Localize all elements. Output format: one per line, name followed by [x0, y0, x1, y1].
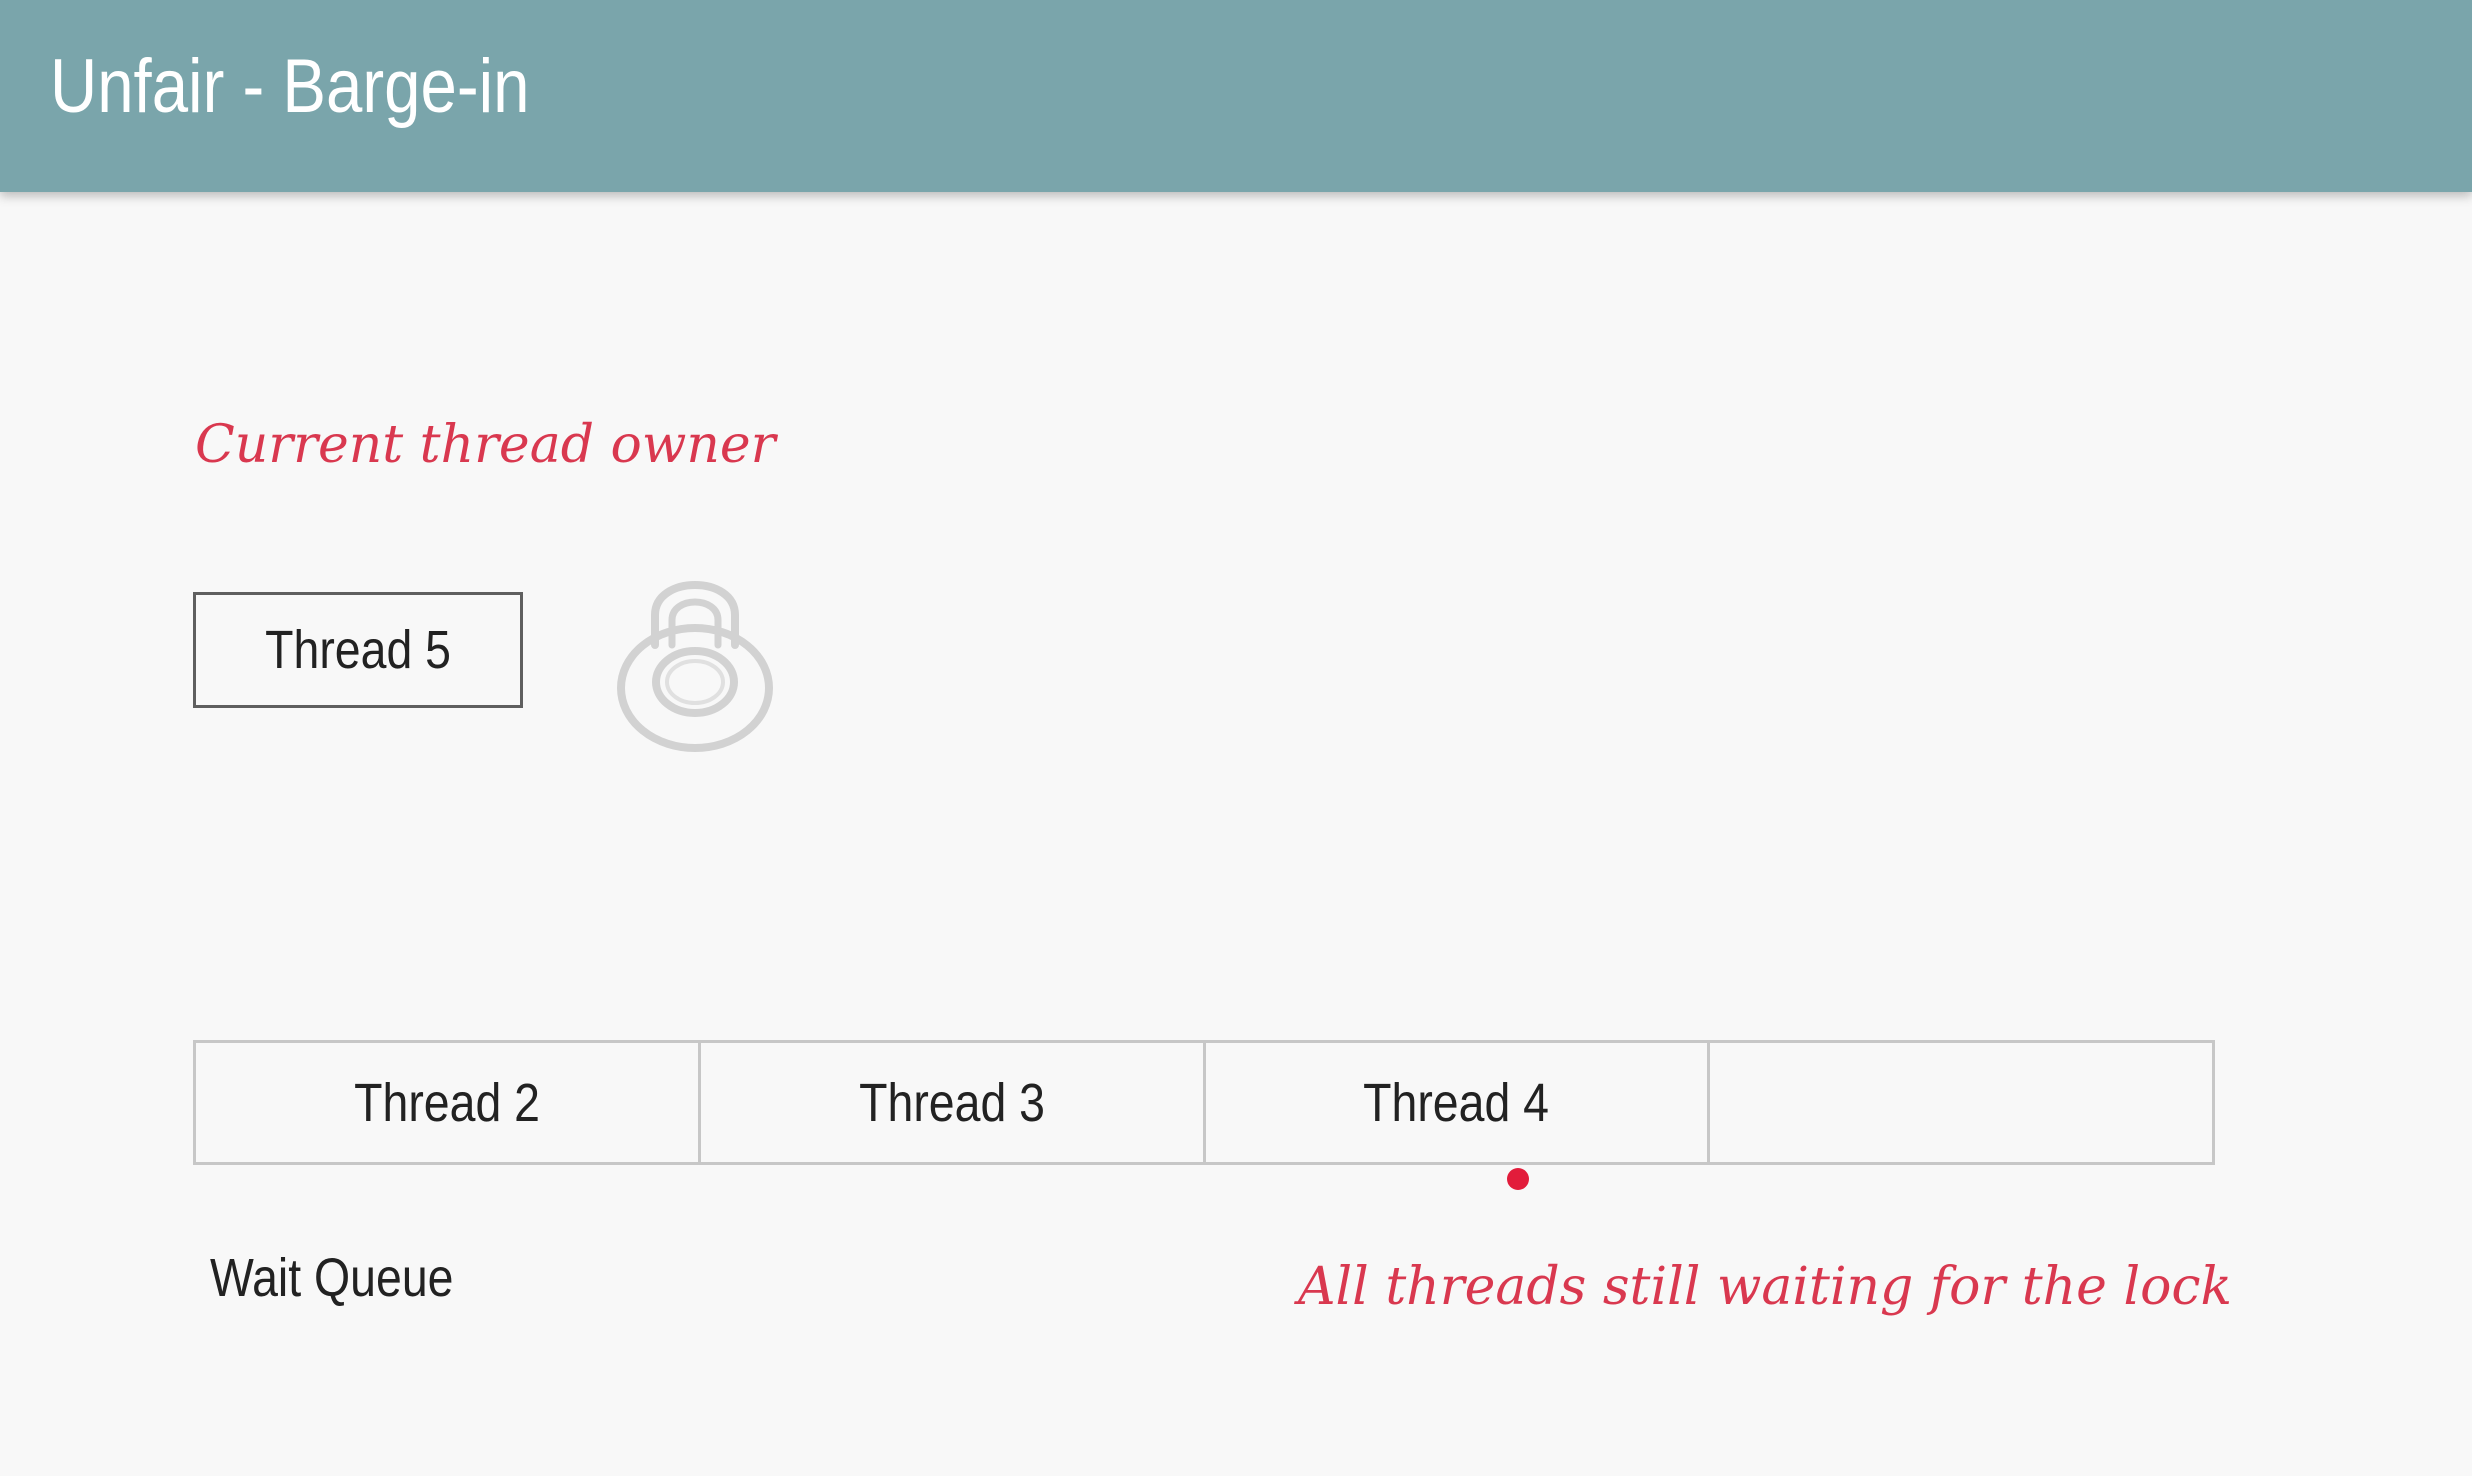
queue-slot-label: Thread 2: [353, 1072, 540, 1133]
wait-queue-label: Wait Queue: [210, 1248, 454, 1308]
queue-slot-thread-3: Thread 3: [701, 1043, 1206, 1162]
queue-slot-label: Thread 4: [1363, 1072, 1550, 1133]
slide-title: Unfair - Barge-in: [50, 44, 530, 129]
lock-owner-label: Thread 5: [265, 620, 451, 680]
lock-icon: [617, 581, 773, 752]
wait-queue: Thread 2 Thread 3 Thread 4: [193, 1040, 2215, 1165]
pointer-dot: [1507, 1168, 1529, 1190]
waiting-threads-annotation: All threads still waiting for the lock: [1298, 1257, 2233, 1317]
lock-owner-box: Thread 5: [193, 592, 523, 708]
queue-slot-thread-4: Thread 4: [1206, 1043, 1711, 1162]
queue-slot-label: Thread 3: [858, 1072, 1045, 1133]
queue-slot-empty: [1710, 1043, 2212, 1162]
title-bar: Unfair - Barge-in: [0, 0, 2472, 192]
queue-slot-thread-2: Thread 2: [196, 1043, 701, 1162]
current-owner-annotation: Current thread owner: [195, 415, 776, 475]
